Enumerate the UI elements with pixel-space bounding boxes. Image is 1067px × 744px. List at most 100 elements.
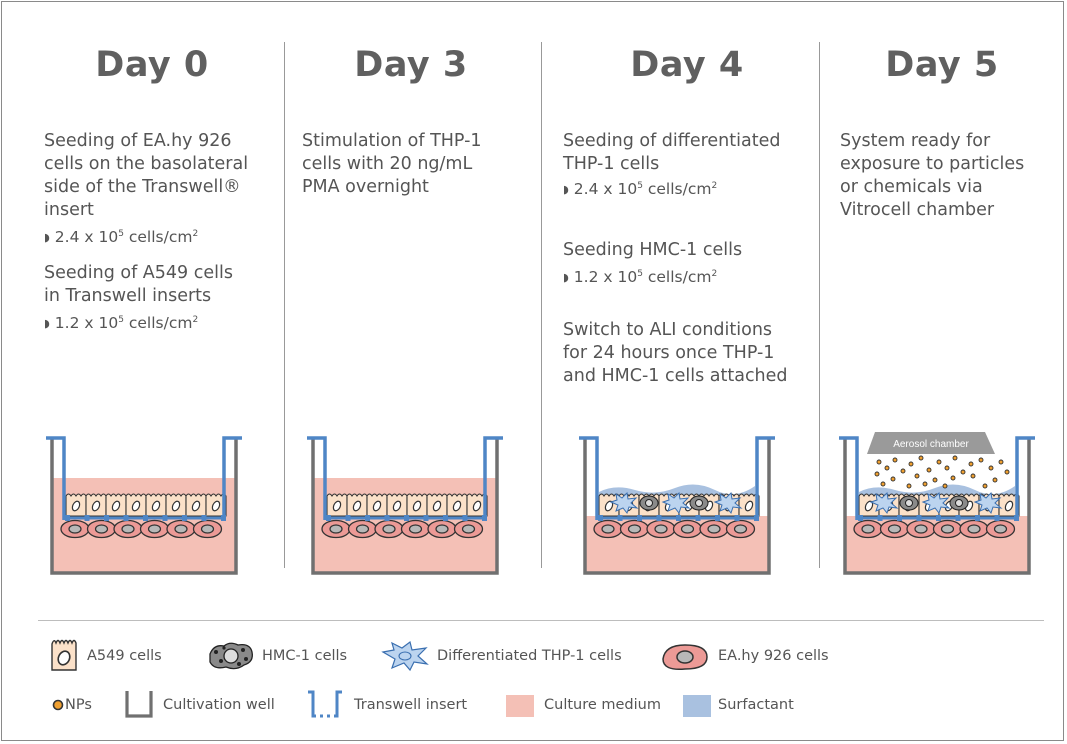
a549-nucleus — [432, 500, 442, 512]
a549-nucleus — [452, 500, 462, 512]
nanoparticle — [944, 465, 950, 471]
cultivation-well-icon — [125, 691, 153, 718]
eahy926-nucleus — [461, 524, 476, 534]
membrane-pore — [123, 515, 129, 521]
membrane-pore — [695, 515, 701, 521]
nanoparticle — [936, 459, 942, 465]
eahy926-cell-icon — [662, 644, 708, 671]
nanoparticle — [892, 457, 898, 463]
membrane-pore — [877, 515, 883, 521]
membrane-pore — [975, 515, 980, 521]
a549-cell-icon — [51, 639, 77, 671]
eahy926-nucleus — [408, 524, 423, 534]
legend-eahy926-label: EA.hy 926 cells — [718, 648, 829, 664]
a549-nucleus — [372, 500, 382, 512]
nanoparticle — [998, 459, 1004, 465]
a549-nucleus — [131, 500, 141, 512]
nanoparticle — [988, 465, 994, 471]
day-0-step-2: Seeding of A549 cells in Transwell inser… — [44, 263, 233, 306]
membrane-pore — [897, 515, 902, 521]
transwell-insert-icon — [308, 690, 342, 718]
legend-surfactant-label: Surfactant — [718, 697, 794, 713]
day-3-well-diagram — [307, 436, 503, 575]
nanoparticle — [918, 455, 924, 461]
legend-culture-medium-label: Culture medium — [544, 697, 661, 713]
legend-hmc1-label: HMC-1 cells — [262, 648, 348, 664]
hmc1-nucleus — [955, 499, 963, 507]
day-4-step-2: Seeding HMC-1 cells — [563, 240, 743, 260]
day-4-well-diagram — [579, 436, 775, 575]
eahy926-nucleus — [174, 524, 188, 534]
nanoparticle — [1004, 469, 1010, 475]
eahy926-nucleus — [94, 524, 109, 534]
nanoparticle — [880, 481, 886, 487]
day-3-step-1: Stimulation of THP-1 cells with 20 ng/mL… — [302, 131, 482, 197]
eahy926-nucleus — [382, 524, 396, 534]
transwell-insert-left — [839, 436, 859, 520]
legend-nps-label: NPs — [65, 697, 92, 713]
eahy926-nucleus — [435, 524, 449, 534]
day-0-step-1: Seeding of EA.hy 926 cells on the basola… — [44, 131, 249, 220]
transwell-insert-left — [46, 436, 66, 520]
nanoparticle — [960, 469, 966, 475]
membrane-pore — [955, 515, 961, 521]
a549-nucleus — [91, 500, 101, 512]
thp1-cell-icon — [381, 640, 429, 672]
membrane-pore — [84, 515, 90, 521]
cultivation-well — [843, 438, 1031, 575]
column-separator — [541, 42, 542, 568]
hmc1-nucleus — [905, 499, 913, 507]
thp1-cell — [661, 491, 691, 515]
membrane-pore — [384, 515, 390, 521]
membrane-pore — [858, 515, 863, 521]
eahy926-nucleus — [680, 524, 695, 534]
eahy926-nucleus — [940, 524, 955, 534]
thp1-cell — [713, 491, 743, 515]
transwell-insert-right — [1015, 436, 1035, 520]
eahy926-nucleus — [627, 524, 642, 534]
nanoparticle — [922, 481, 928, 487]
eahy926-nucleus — [147, 524, 162, 534]
eahy926-nucleus — [914, 524, 928, 534]
nanoparticle — [950, 475, 956, 481]
a549-nucleus — [392, 500, 402, 512]
nanoparticle — [926, 467, 932, 473]
column-separator — [819, 42, 820, 568]
day-4-step-2-density: ◗1.2 x 105 cells/cm2 — [563, 268, 718, 286]
hmc1-nucleus — [695, 499, 703, 507]
membrane-pore — [182, 515, 187, 521]
day-0-step-2-density: ◗1.2 x 105 cells/cm2 — [44, 314, 199, 332]
thp1-cell — [869, 491, 899, 515]
transwell-insert-right — [483, 436, 503, 520]
a549-nucleus — [111, 500, 121, 512]
day-4-step-3: Switch to ALI conditions for 24 hours on… — [563, 320, 788, 386]
eahy926-nucleus — [121, 524, 135, 534]
aerosol-chamber — [867, 432, 995, 454]
nanoparticle-icon — [52, 699, 64, 711]
cultivation-well — [50, 438, 238, 575]
membrane-pore — [994, 515, 1000, 521]
membrane-pore — [462, 515, 468, 521]
nanoparticle — [876, 459, 882, 465]
column-separator — [284, 42, 285, 568]
eahy926-nucleus — [329, 524, 343, 534]
day-4-title: Day 4 — [630, 45, 744, 85]
transwell-insert-right — [755, 436, 775, 520]
surfactant-swatch — [683, 695, 711, 717]
day-0-step-1-density: ◗2.4 x 105 cells/cm2 — [44, 228, 199, 246]
membrane-pore — [423, 515, 429, 521]
nanoparticle — [884, 465, 890, 471]
nanoparticle — [890, 476, 896, 482]
day-3-title: Day 3 — [354, 45, 468, 85]
thp1-cell — [973, 491, 1003, 515]
aerosol-chamber-label: Aerosol chamber — [893, 439, 969, 450]
eahy926-nucleus — [200, 524, 215, 534]
eahy926-nucleus — [601, 524, 615, 534]
membrane-pore — [598, 515, 603, 521]
thp1-cell — [609, 491, 639, 515]
membrane-pore — [656, 515, 662, 521]
eahy926-nucleus — [654, 524, 668, 534]
nanoparticle — [906, 483, 912, 489]
membrane-pore — [201, 515, 207, 521]
membrane-pore — [65, 515, 70, 521]
